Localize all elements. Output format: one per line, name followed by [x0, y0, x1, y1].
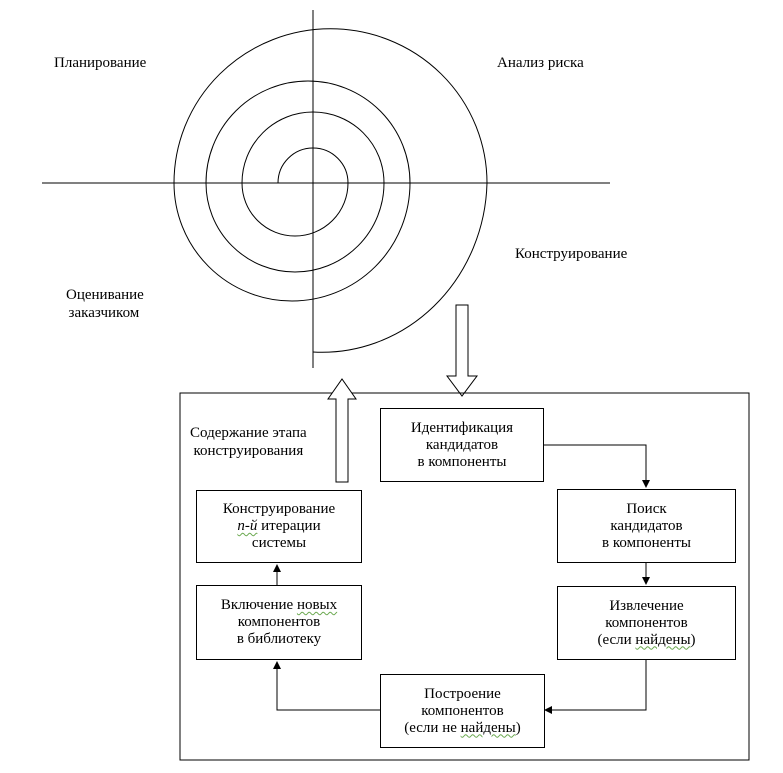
- box-construct-iteration: Конструирование n-й итерации системы: [196, 490, 362, 563]
- box-line: n-й итерации: [223, 518, 335, 535]
- box-line: в компоненты: [602, 534, 691, 551]
- box-line: кандидатов: [425, 436, 499, 453]
- box-text-part: n-й: [237, 518, 258, 534]
- box-text-part: Включение: [220, 597, 297, 613]
- flow-arrow-build-to-include: [273, 661, 380, 711]
- flow-arrow-identify-to-search: [544, 444, 650, 488]
- box-include-in-library: Включение новых компонентов в библиотеку: [196, 585, 362, 660]
- phase-label-line: конструирования: [193, 443, 304, 459]
- box-search-candidates: Поиск кандидатов в компоненты: [557, 489, 736, 563]
- box-text-part: ): [515, 719, 521, 736]
- flow-arrow-extract-to-build: [544, 660, 647, 714]
- quadrant-label-planning: Планирование: [54, 55, 147, 71]
- quadrant-label-line: заказчиком: [68, 305, 140, 321]
- box-line: в компоненты: [417, 453, 507, 470]
- box-text-part: ): [690, 631, 696, 648]
- quadrant-label-construction: Конструирование: [515, 246, 628, 262]
- quadrant-label-line: Оценивание: [66, 287, 144, 303]
- box-text-part: новых: [296, 597, 338, 613]
- box-text-part: (если не: [404, 719, 461, 736]
- box-line: компонентов: [237, 614, 321, 630]
- construction-stage-frame: [179, 392, 750, 761]
- box-line: Построение: [424, 685, 501, 702]
- box-line: системы: [251, 535, 307, 551]
- box-line: Поиск: [626, 500, 667, 517]
- box-line: Извлечение: [609, 597, 684, 614]
- box-line: в библиотеку: [236, 631, 322, 647]
- box-line: (если найдены): [597, 632, 695, 649]
- box-text-part: (если: [597, 631, 636, 648]
- quadrant-label-customer-evaluation: Оценивание заказчиком: [66, 286, 144, 322]
- down-hollow-arrow: [446, 304, 478, 397]
- box-text-part: найдены: [460, 719, 516, 736]
- phase-label-line: Содержание этапа: [190, 425, 307, 441]
- box-build-components: Построение компонентов (если не найдены): [380, 674, 545, 748]
- box-line: компонентов: [605, 614, 688, 631]
- up-hollow-arrow: [327, 378, 357, 483]
- quadrant-label-risk-analysis: Анализ риска: [497, 55, 584, 71]
- box-line: компонентов: [421, 702, 504, 719]
- box-identify-candidates: Идентификация кандидатов в компоненты: [380, 408, 544, 482]
- phase-content-label: Содержание этапа конструирования: [190, 424, 307, 460]
- box-extract-components: Извлечение компонентов (если найдены): [557, 586, 736, 660]
- box-line: кандидатов: [610, 517, 683, 534]
- box-text-part: итерации: [257, 518, 321, 534]
- box-line: Идентификация: [410, 419, 514, 436]
- box-line: (если не найдены): [404, 720, 521, 737]
- spiral-curve: [173, 28, 488, 353]
- box-text-part: найдены: [635, 631, 691, 648]
- box-line: Конструирование: [222, 501, 336, 517]
- box-line: Включение новых: [221, 597, 337, 614]
